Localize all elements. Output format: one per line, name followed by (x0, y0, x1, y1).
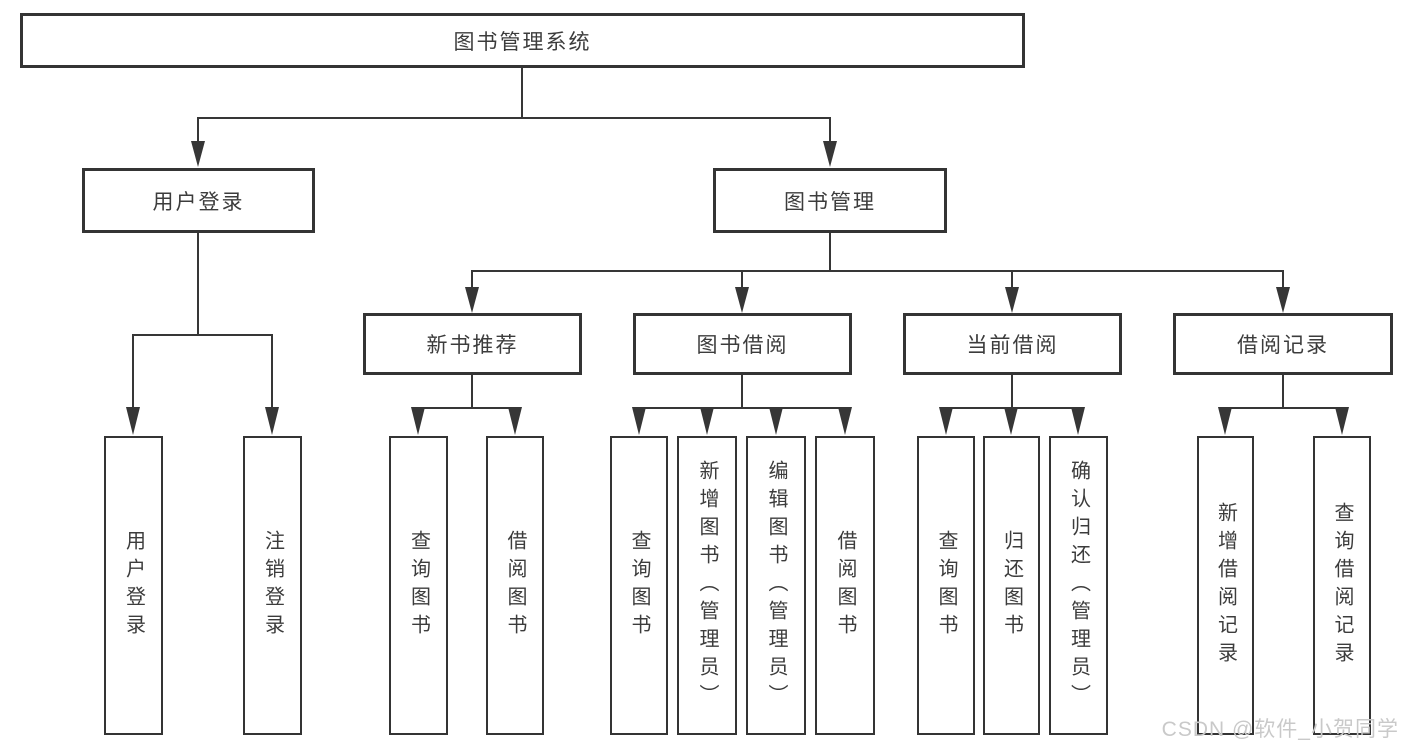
leaf-label: 确认归还（管理员） (1067, 459, 1090, 712)
connector-line (1282, 375, 1284, 409)
node-leaf-confirm-return-admin: 确认归还（管理员） (1049, 436, 1108, 735)
leaf-label: 借阅图书 (504, 529, 526, 642)
connector-line (271, 334, 273, 410)
leaf-label: 新增图书（管理员） (696, 459, 718, 712)
node-new-book-recommend: 新书推荐 (363, 313, 582, 375)
node-leaf-query-books-3: 查询图书 (917, 436, 975, 735)
node-leaf-query-books-1: 查询图书 (389, 436, 448, 735)
connector-line (417, 407, 516, 409)
leaf-label: 查询图书 (628, 529, 650, 642)
arrowhead-down-icon (411, 407, 425, 435)
csdn-watermark: CSDN @软件_小贺同学 (1161, 718, 1399, 741)
connector-line (471, 375, 473, 409)
arrowhead-down-icon (265, 407, 279, 435)
node-leaf-user-login: 用户登录 (104, 436, 163, 735)
connector-line (1282, 270, 1284, 290)
node-leaf-add-borrow-record: 新增借阅记录 (1197, 436, 1254, 735)
connector-line (829, 117, 831, 145)
connector-line (829, 233, 831, 272)
node-leaf-logout: 注销登录 (243, 436, 302, 735)
arrowhead-down-icon (1218, 407, 1232, 435)
arrowhead-down-icon (191, 141, 205, 167)
connector-line (1224, 407, 1343, 409)
connector-line (1011, 270, 1013, 290)
node-book-management: 图书管理 (713, 168, 947, 233)
leaf-label: 归还图书 (1000, 529, 1023, 642)
node-user-login: 用户登录 (82, 168, 315, 233)
node-borrow-records: 借阅记录 (1173, 313, 1393, 375)
node-library-management-system: 图书管理系统 (20, 13, 1025, 68)
connector-line (471, 270, 473, 290)
connector-line (132, 334, 134, 410)
node-leaf-edit-books-admin: 编辑图书（管理员） (746, 436, 806, 735)
arrowhead-down-icon (838, 407, 852, 435)
arrowhead-down-icon (1005, 287, 1019, 313)
connector-line (132, 334, 273, 336)
arrowhead-down-icon (126, 407, 140, 435)
leaf-label: 查询图书 (935, 529, 957, 642)
connector-line (471, 270, 1284, 272)
leaf-label: 查询图书 (407, 529, 430, 642)
leaf-label: 用户登录 (122, 529, 145, 642)
arrowhead-down-icon (1276, 287, 1290, 313)
node-book-borrow: 图书借阅 (633, 313, 852, 375)
arrowhead-down-icon (1004, 407, 1018, 435)
leaf-label: 编辑图书（管理员） (765, 459, 787, 712)
connector-line (741, 270, 743, 290)
arrowhead-down-icon (735, 287, 749, 313)
connector-line (521, 68, 523, 119)
arrowhead-down-icon (508, 407, 522, 435)
node-leaf-add-books-admin: 新增图书（管理员） (677, 436, 737, 735)
connector-line (638, 407, 846, 409)
leaf-label: 新增借阅记录 (1214, 501, 1237, 670)
connector-line (197, 233, 199, 336)
node-leaf-borrow-books-1: 借阅图书 (486, 436, 544, 735)
node-leaf-return-books: 归还图书 (983, 436, 1040, 735)
connector-line (1011, 375, 1013, 409)
node-current-borrow: 当前借阅 (903, 313, 1122, 375)
arrowhead-down-icon (700, 407, 714, 435)
connector-line (741, 375, 743, 409)
arrowhead-down-icon (1335, 407, 1349, 435)
connector-line (197, 117, 831, 119)
node-leaf-borrow-books-2: 借阅图书 (815, 436, 875, 735)
arrowhead-down-icon (1071, 407, 1085, 435)
arrowhead-down-icon (823, 141, 837, 167)
node-leaf-query-borrow-record: 查询借阅记录 (1313, 436, 1371, 735)
connector-line (197, 117, 199, 145)
leaf-label: 注销登录 (261, 529, 284, 642)
leaf-label: 借阅图书 (834, 529, 856, 642)
arrowhead-down-icon (632, 407, 646, 435)
arrowhead-down-icon (769, 407, 783, 435)
arrowhead-down-icon (939, 407, 953, 435)
node-leaf-query-books-2: 查询图书 (610, 436, 668, 735)
leaf-label: 查询借阅记录 (1331, 501, 1353, 670)
arrowhead-down-icon (465, 287, 479, 313)
